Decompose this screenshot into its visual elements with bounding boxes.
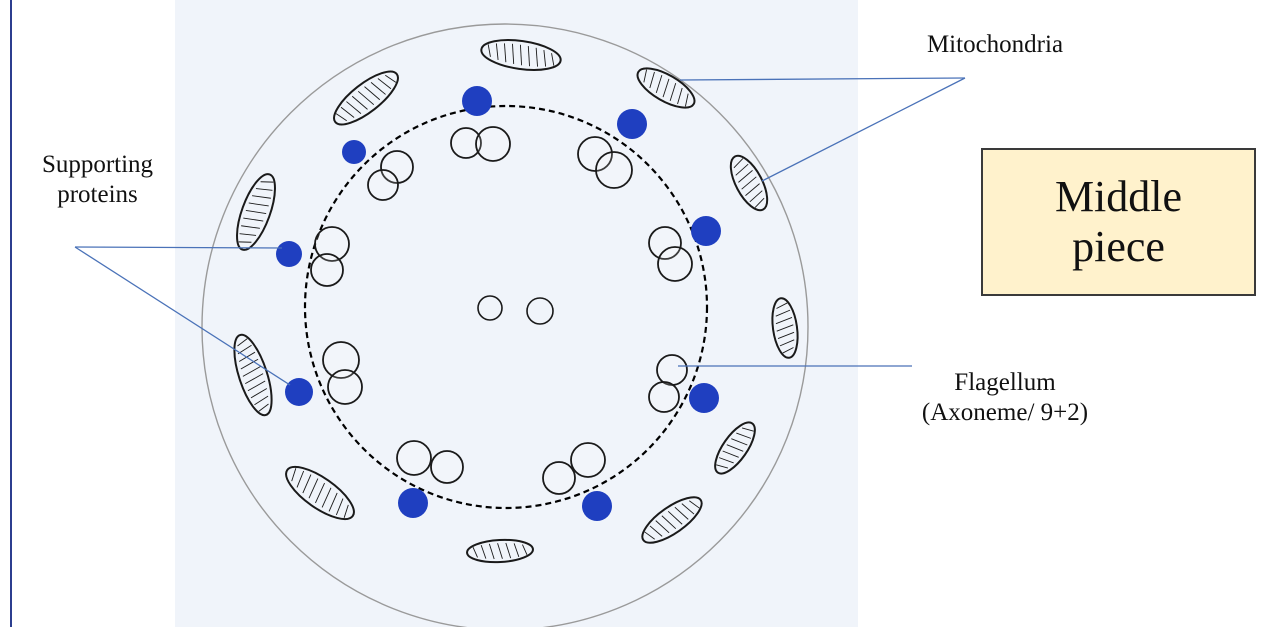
microtubule (314, 226, 350, 262)
microtubule-doublet (648, 226, 693, 282)
mitochondrion (729, 154, 769, 212)
mitochondrion (236, 173, 276, 251)
mitochondrion (285, 465, 355, 521)
microtubule (657, 246, 693, 282)
microtubule-doublet (367, 150, 414, 201)
microtubule (396, 440, 432, 476)
mitochondrion (333, 70, 399, 126)
microtubule (367, 169, 399, 201)
microtubule (475, 126, 511, 162)
central-microtubule (477, 295, 503, 321)
microtubule (570, 442, 606, 478)
supporting-protein (398, 488, 428, 518)
mitochondria-label: Mitochondria (926, 31, 1064, 58)
microtubule-doublet (310, 226, 350, 287)
outer-membrane (201, 23, 809, 627)
microtubule-doublet (577, 136, 633, 189)
microtubule (322, 341, 360, 379)
microtubule (327, 369, 363, 405)
mitochondrion (233, 333, 273, 417)
flagellum-boundary (303, 104, 709, 510)
supporting-proteins-label-line2: proteins (57, 181, 138, 208)
left-margin-rule (10, 0, 12, 627)
microtubule (648, 226, 682, 260)
microtubule (577, 136, 613, 172)
microtubule-doublet (396, 440, 464, 484)
supporting-protein (342, 140, 366, 164)
supporting-protein (691, 216, 721, 246)
leader-lines (74, 77, 966, 386)
mitochondrion (480, 39, 562, 71)
microtubule-doublet (648, 354, 688, 413)
microtubule (310, 253, 344, 287)
flagellum-label-line2: (Axoneme/ 9+2) (921, 399, 1089, 426)
microtubule-doublets-group (310, 126, 693, 495)
microtubule (595, 151, 633, 189)
title-line2: piece (1072, 222, 1165, 271)
leader-line-mitochondria (679, 77, 966, 81)
microtubule (656, 354, 688, 386)
microtubule (450, 127, 482, 159)
supporting-protein (462, 86, 492, 116)
central-pair-group (477, 295, 554, 325)
microtubule (648, 381, 680, 413)
supporting-proteins-label: Supporting proteins (0, 150, 195, 210)
mitochondria-group (233, 39, 799, 564)
supporting-proteins-group (276, 86, 721, 521)
middle-piece-title-box: Middle piece (981, 148, 1256, 296)
mitochondrion (771, 297, 799, 359)
leader-line-supporting-proteins (74, 246, 283, 249)
leader-line-supporting-proteins (74, 246, 291, 386)
mitochondrion (641, 496, 703, 544)
microtubule (542, 461, 576, 495)
supporting-protein (276, 241, 302, 267)
mitochondrion (466, 538, 534, 564)
drawing-paper (175, 0, 858, 627)
microtubule-doublet (450, 126, 511, 162)
supporting-protein (617, 109, 647, 139)
microtubule-doublet (542, 442, 606, 495)
flagellum-label-line1: Flagellum (954, 369, 1056, 396)
supporting-protein (285, 378, 313, 406)
mitochondrion (714, 421, 756, 475)
title-line1: Middle (1054, 172, 1183, 221)
microtubule-doublet (322, 341, 363, 405)
microtubule (430, 450, 464, 484)
mitochondrion (636, 67, 696, 109)
leader-line-mitochondria (761, 77, 966, 182)
title-text: Middle piece (983, 172, 1254, 272)
supporting-proteins-label-line1: Supporting (41, 151, 154, 178)
supporting-protein (582, 491, 612, 521)
flagellum-label: Flagellum (Axoneme/ 9+2) (910, 368, 1100, 428)
central-microtubule (526, 297, 554, 325)
supporting-protein (689, 383, 719, 413)
